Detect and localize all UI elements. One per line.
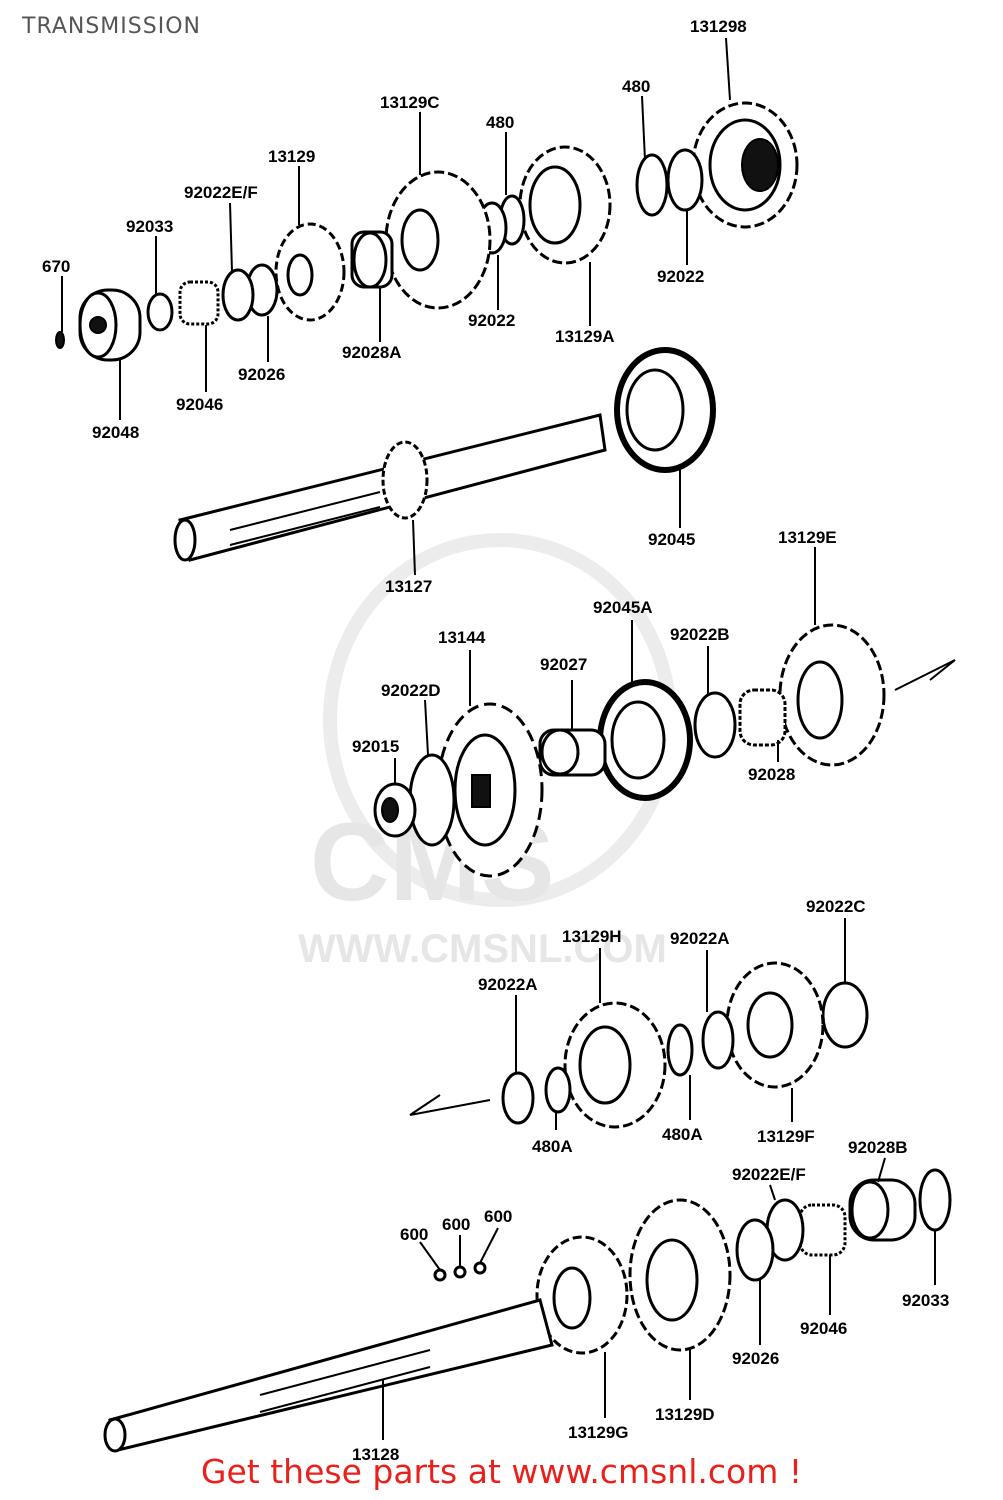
label-92022EF-upper[interactable]: 92022E/F — [184, 183, 258, 202]
label-92027[interactable]: 92027 — [540, 655, 587, 674]
gear-13129E — [778, 623, 886, 767]
label-13129[interactable]: 13129 — [268, 147, 315, 166]
label-13129F[interactable]: 13129F — [757, 1127, 815, 1146]
gear-13129 — [274, 222, 346, 322]
nut-92015 — [373, 782, 417, 838]
label-92048[interactable]: 92048 — [92, 423, 139, 442]
label-480-upper[interactable]: 480 — [486, 113, 514, 132]
arrow-left — [409, 1094, 491, 1116]
label-92022A-left[interactable]: 92022A — [478, 975, 538, 994]
label-480-upper-right[interactable]: 480 — [622, 77, 650, 96]
label-92045[interactable]: 92045 — [648, 530, 695, 549]
label-13129H[interactable]: 13129H — [562, 927, 622, 946]
shaft-13128 — [103, 1298, 554, 1453]
label-131298[interactable]: 131298 — [690, 17, 747, 36]
gear-13129G — [535, 1235, 629, 1355]
gear-13129F — [725, 961, 825, 1089]
collar-92048 — [78, 288, 142, 362]
label-92033-lower[interactable]: 92033 — [902, 1291, 949, 1310]
bushing-92028 — [738, 688, 787, 747]
washer-92022EF-upper — [221, 268, 255, 322]
label-13127[interactable]: 13127 — [385, 577, 432, 596]
label-480A-right[interactable]: 480A — [662, 1125, 703, 1144]
label-670[interactable]: 670 — [42, 257, 70, 276]
oring-670 — [55, 331, 65, 349]
footer-shop-link[interactable]: Get these parts at www.cmsnl.com ! — [200, 1452, 803, 1491]
label-92022D[interactable]: 92022D — [381, 681, 441, 700]
label-92015[interactable]: 92015 — [352, 737, 399, 756]
label-13144[interactable]: 13144 — [438, 628, 486, 647]
circlip-480A-left — [544, 1066, 572, 1114]
label-92028[interactable]: 92028 — [748, 765, 795, 784]
circlip-480A-right — [666, 1023, 694, 1077]
label-92022-upper-right[interactable]: 92022 — [657, 267, 704, 286]
bushing-92028A — [350, 230, 394, 289]
label-92033-upper[interactable]: 92033 — [126, 217, 173, 236]
ball-600-1 — [433, 1268, 447, 1282]
lower-gear-group — [103, 961, 952, 1453]
washer-92022A-left — [501, 1071, 535, 1125]
watermark-url: WWW.CMSNL.COM — [298, 927, 667, 971]
label-13129G[interactable]: 13129G — [568, 1423, 629, 1442]
label-600-1[interactable]: 600 — [400, 1225, 428, 1244]
bearing-92045A — [597, 679, 693, 801]
collar-92028B — [848, 1178, 917, 1242]
needle-bearing-92046-lower — [798, 1203, 847, 1257]
upper-shaft-group — [55, 101, 799, 562]
ball-600-3 — [473, 1261, 487, 1275]
label-600-2[interactable]: 600 — [442, 1215, 470, 1234]
label-92026-upper[interactable]: 92026 — [238, 365, 285, 384]
label-480A-left[interactable]: 480A — [532, 1137, 573, 1156]
part-labels: 131298 480 13129C 480 13129 92022E/F 920… — [42, 17, 949, 1464]
gear-131298 — [691, 101, 799, 229]
ball-600-2 — [453, 1265, 467, 1279]
washer-92022D — [408, 753, 456, 847]
label-13129C[interactable]: 13129C — [380, 93, 440, 112]
label-92045A[interactable]: 92045A — [593, 598, 653, 617]
circlip-480-upper-right — [635, 153, 669, 217]
collar-92027 — [538, 728, 607, 777]
gear-13129C — [384, 170, 492, 310]
gear-13129D — [628, 1198, 732, 1352]
label-92022C[interactable]: 92022C — [806, 897, 866, 916]
bearing-92045 — [614, 347, 716, 473]
label-92022EF-lower[interactable]: 92022E/F — [732, 1165, 806, 1184]
washer-92026-lower — [735, 1218, 775, 1282]
arrow-right — [894, 659, 956, 691]
washer-92022-upper-right — [666, 148, 704, 212]
shaft-13127 — [173, 413, 607, 562]
label-92022A-right[interactable]: 92022A — [670, 929, 730, 948]
sprocket-group — [373, 623, 956, 878]
gear-13129A — [518, 145, 612, 265]
page-title: TRANSMISSION — [22, 14, 201, 39]
label-92046-upper[interactable]: 92046 — [176, 395, 223, 414]
washer-92022C — [821, 981, 869, 1049]
leader-lines — [61, 37, 936, 1440]
label-92028A[interactable]: 92028A — [342, 343, 402, 362]
circlip-92033-upper — [146, 292, 174, 332]
label-92026-lower[interactable]: 92026 — [732, 1349, 779, 1368]
label-92028B[interactable]: 92028B — [848, 1138, 908, 1157]
label-13129E[interactable]: 13129E — [778, 528, 837, 547]
label-92046-lower[interactable]: 92046 — [800, 1319, 847, 1338]
label-13129D[interactable]: 13129D — [655, 1405, 715, 1424]
circlip-92033-lower — [918, 1168, 952, 1232]
label-92022-upper[interactable]: 92022 — [468, 311, 515, 330]
gear-13129H — [563, 1001, 667, 1129]
label-13129A[interactable]: 13129A — [555, 327, 615, 346]
washer-92022A-right — [701, 1010, 735, 1070]
needle-bearing-92046-upper — [178, 280, 220, 326]
label-600-3[interactable]: 600 — [484, 1207, 512, 1226]
label-13128[interactable]: 13128 — [352, 1445, 399, 1464]
washer-92022B — [693, 691, 737, 759]
label-92022B[interactable]: 92022B — [670, 625, 730, 644]
